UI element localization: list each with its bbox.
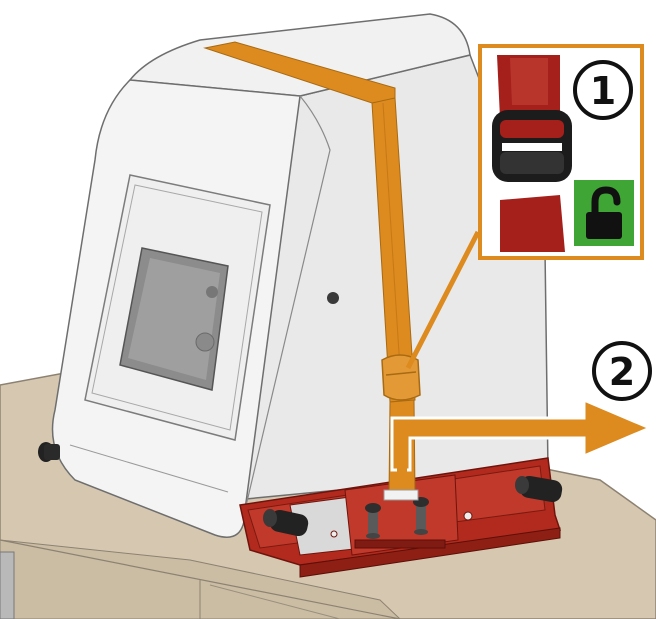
step-1-number: 1 (590, 69, 616, 113)
unlock-badge (574, 180, 634, 246)
bracket-knob-right (515, 475, 563, 503)
step-2-marker: 2 (592, 341, 652, 401)
machine-housing (51, 13, 549, 538)
callout-leader (405, 230, 481, 370)
strap-buckle (492, 110, 572, 182)
mounting-bracket (239, 457, 563, 578)
left-foot (38, 442, 60, 462)
pull-arrow (390, 397, 654, 472)
unlock-icon (586, 186, 622, 239)
callout-box: 1 (478, 44, 644, 260)
bracket-bolt (365, 503, 381, 539)
step-2-number: 2 (609, 350, 635, 394)
step-1-marker: 1 (573, 60, 633, 120)
bracket-knob-left (263, 509, 309, 537)
arrow-right-icon (390, 397, 654, 472)
